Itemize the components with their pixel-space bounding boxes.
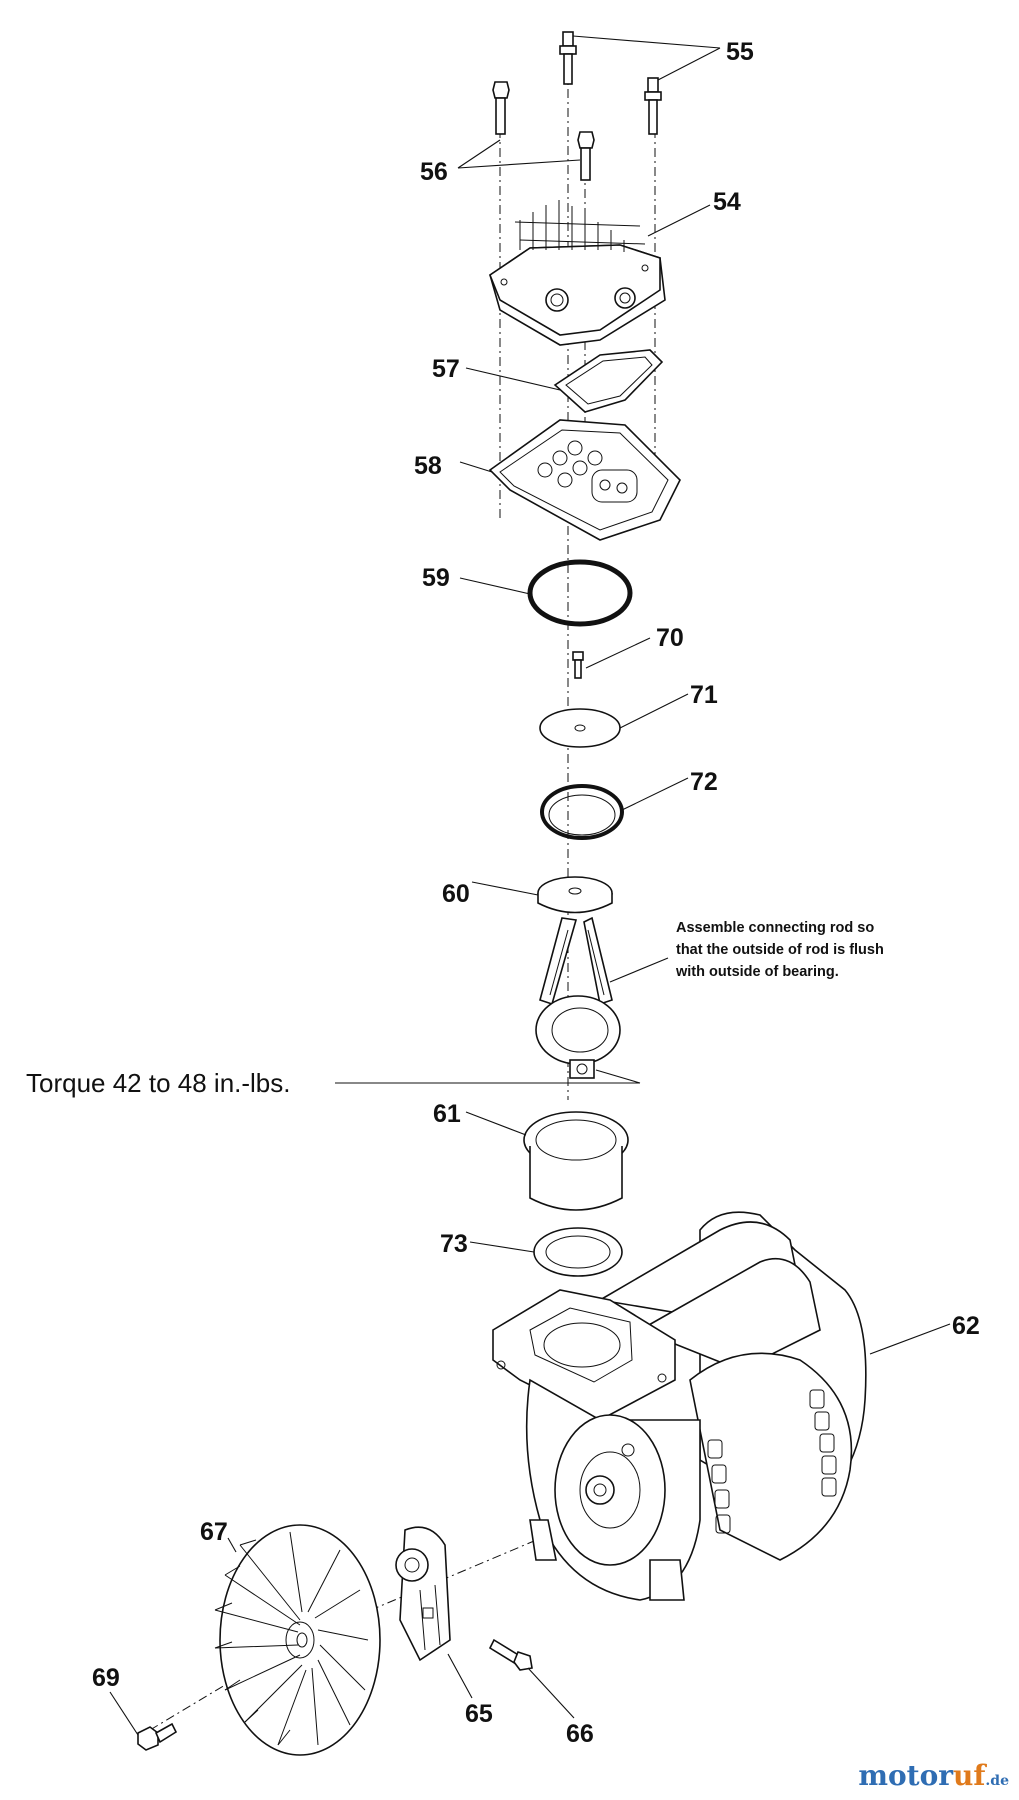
part-71-retainer-disc [539,708,621,748]
callout-numbers: 55 56 54 57 58 59 70 71 72 60 61 73 62 6… [92,38,980,1748]
rod-note-line-3: with outside of bearing. [675,964,839,980]
part-58-valve-plate [488,419,681,541]
part-56-bolt-left [492,81,510,135]
callout-58: 58 [414,452,442,480]
callout-65: 65 [465,1700,493,1728]
callout-66: 66 [566,1720,594,1748]
part-59-o-ring [527,559,633,627]
part-69-screw [137,1722,178,1751]
callout-61: 61 [433,1100,461,1128]
callout-70: 70 [656,624,684,652]
torque-note: Torque 42 to 48 in.-lbs. [26,1068,291,1098]
callout-72: 72 [690,768,718,796]
part-55-bolt-center [559,31,577,85]
callout-73: 73 [440,1230,468,1258]
callout-69: 69 [92,1664,120,1692]
callout-62: 62 [952,1312,980,1340]
part-62-motor-crankcase [492,1211,867,1601]
part-65-eccentric-bracket [395,1526,451,1662]
part-66-bolt [488,1638,533,1671]
callout-54: 54 [713,188,741,216]
part-61-bearing [523,1111,629,1211]
part-60-connecting-rod [535,876,621,1079]
callout-60: 60 [442,880,470,908]
rod-note-line-2: that the outside of rod is flush [676,942,884,958]
callout-59: 59 [422,564,450,592]
callout-71: 71 [690,681,718,709]
callout-55: 55 [726,38,754,66]
part-54-cylinder-head [489,200,666,346]
part-57-head-gasket [553,349,664,413]
callout-57: 57 [432,355,460,383]
part-56-bolt-center [577,131,595,181]
motoruf-watermark-logo: motoruf.de [858,1759,1009,1792]
rod-note-line-1: Assemble connecting rod so [676,920,874,936]
part-70-screw [572,651,584,679]
leader-lines [109,35,951,1736]
assembly-notes: Assemble connecting rod so that the outs… [26,920,884,1098]
part-67-cooling-fan [214,1524,381,1756]
part-72-piston-ring [540,784,624,840]
callout-56: 56 [420,158,448,186]
callout-67: 67 [200,1518,228,1546]
part-55-bolt-right [644,77,662,135]
part-73-thrust-ring [533,1227,623,1277]
